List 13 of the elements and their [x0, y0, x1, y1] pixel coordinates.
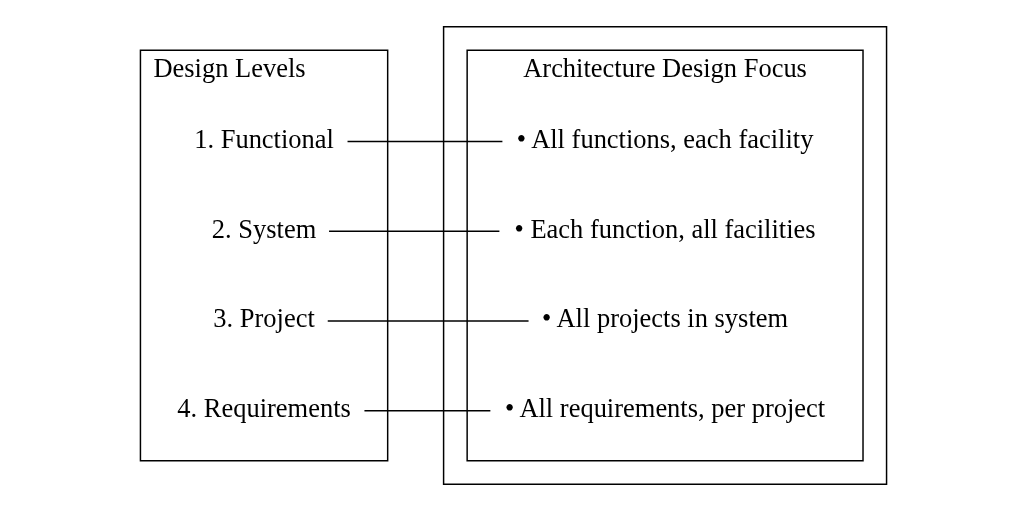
connector [346, 140, 504, 142]
node-text: • Each function, all facilities [514, 213, 816, 244]
node-text: • All functions, each facility [516, 123, 814, 154]
node-text: 1. Functional [194, 123, 334, 154]
connector [327, 319, 530, 322]
node-text: • All requirements, per project [504, 392, 826, 423]
node-text: 3. Project [213, 302, 315, 333]
cluster [442, 25, 888, 485]
node-text: • All projects in system [542, 302, 789, 333]
connector [328, 230, 501, 232]
connector [363, 409, 492, 411]
node-text: 2. System [211, 213, 317, 244]
node-text: 4. Requirements [177, 392, 351, 423]
